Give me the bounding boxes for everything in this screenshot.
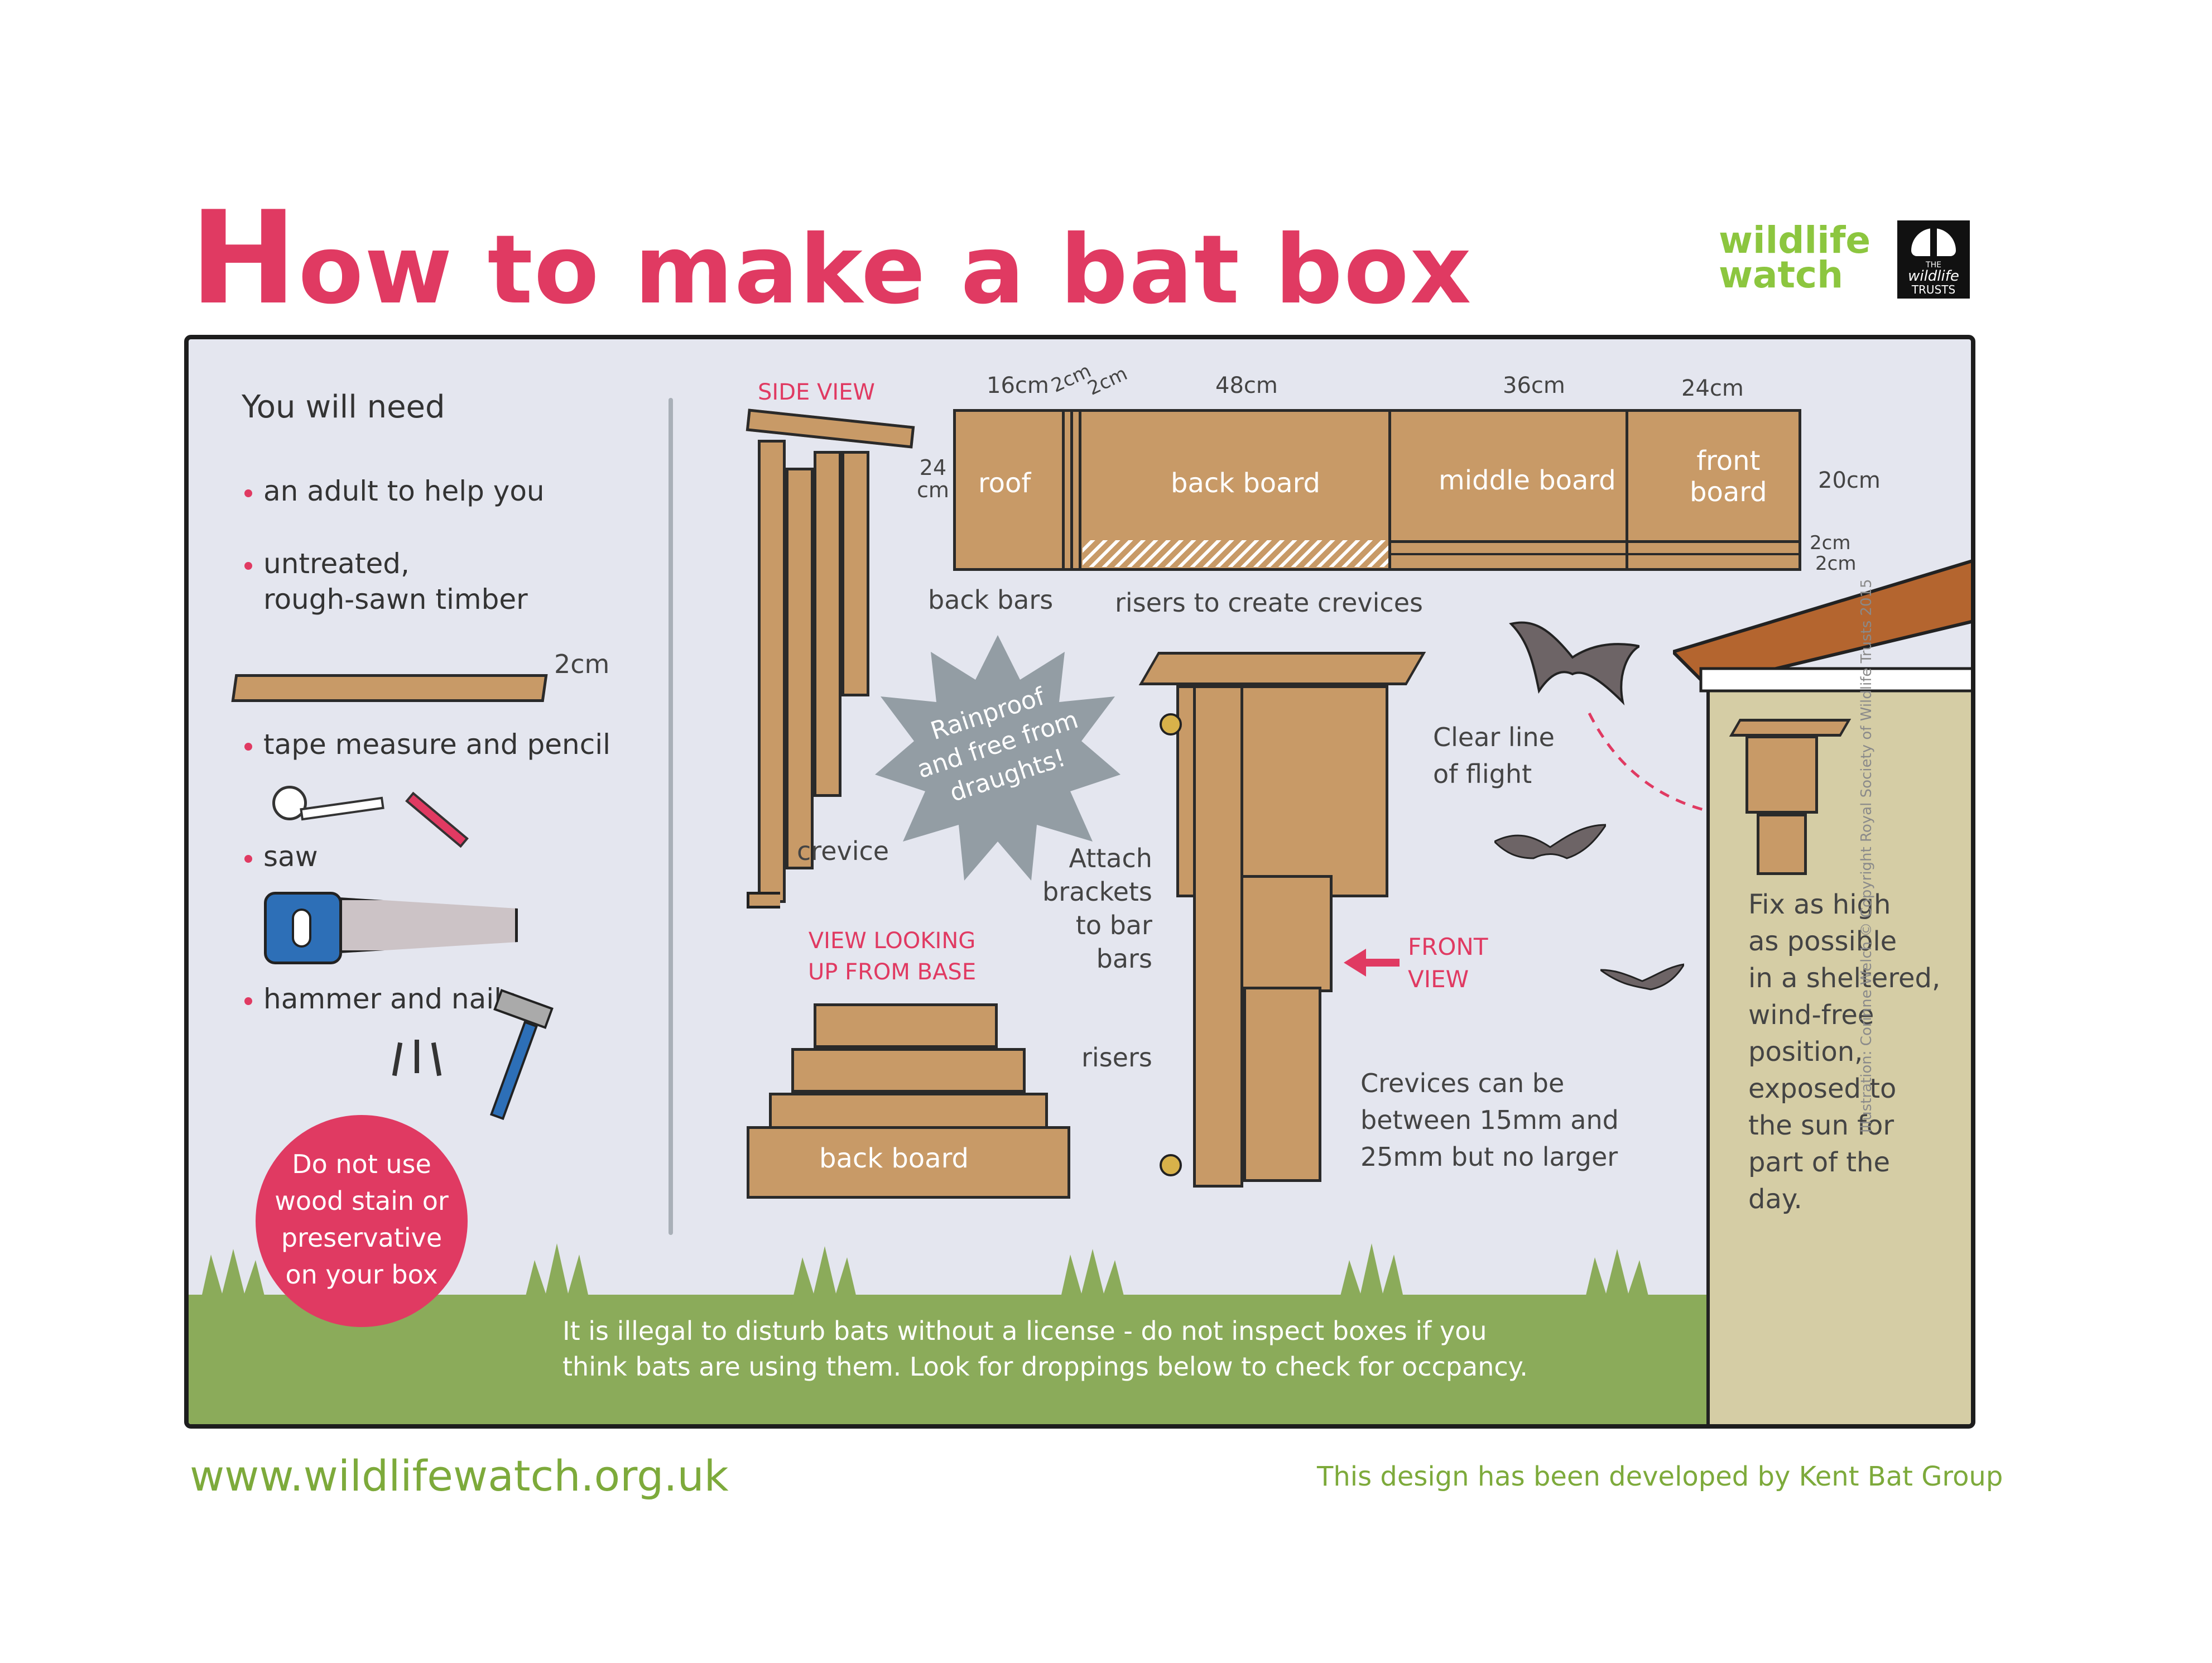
grass-tufts [200,1243,1651,1305]
wildlife-trusts-logo[interactable]: THE wildlife TRUSTS [1897,220,1970,299]
attach-brackets-label: Attach brackets to bar bars [1042,843,1152,974]
bat-icon-2 [1494,824,1606,859]
base-back-board-label: back board [819,1143,969,1174]
front-view-label: FRONT VIEW [1408,933,1488,993]
plank-back-label: back board [1171,468,1320,499]
front-view-diagram [1138,652,1461,1210]
need-item-timber: untreated, [244,546,410,581]
need-item-tape: tape measure and pencil [244,727,610,762]
plank-middle-label: middle board [1439,465,1616,496]
plank-front [1626,409,1801,571]
illustration-credit: Illustration: Corinne Welch © Copyright … [1858,579,1875,1133]
need-item-timber-2: rough-sawn timber [263,583,528,616]
base-risers-label: risers [1081,1042,1152,1073]
rainproof-starburst: Rainproof and free from draughts! [869,629,1126,886]
dim-width: 20cm [1818,468,1881,493]
legal-notice: It is illegal to disturb bats without a … [562,1316,1528,1382]
need-item-hammer: hammer and nails [244,981,516,1017]
plank-roof-label: roof [978,468,1031,499]
clear-flight-label: Clear line of flight [1433,722,1555,789]
risers-label: risers to create crevices [1115,588,1423,618]
need-item-adult: an adult to help you [244,473,545,509]
need-heading: You will need [242,389,445,425]
front-view-arrow-icon [1355,959,1400,967]
plank-front-label: front board [1690,445,1767,508]
column-divider [669,398,673,1235]
website-link[interactable]: www.wildlifewatch.org.uk [190,1451,729,1501]
side-view-label: SIDE VIEW [758,379,875,405]
base-view-diagram [747,1003,1070,1204]
developed-by: This design has been developed by Kent B… [1317,1461,2003,1492]
cut-plank [953,409,1801,571]
crevice-label: crevice [797,836,889,866]
grass-strip [189,1295,1706,1424]
house-roof [1673,559,1971,693]
page-title: How to make a bat box [190,184,1473,333]
hammer-icon [479,989,557,1121]
base-view-label: VIEW LOOKING UP FROM BASE [808,928,977,985]
plank-roof [953,409,1065,571]
dim-front: 24cm [1681,376,1744,401]
pencil-icon [405,791,469,848]
bat-icon-3 [1600,963,1684,991]
warning-circle: Do not use wood stain or preservative on… [256,1115,468,1327]
dim-middle: 36cm [1503,373,1565,398]
instructions-panel: You will need an adult to help you untre… [184,335,1975,1429]
timber-thickness: 2cm [554,649,610,679]
plank-middle [1388,409,1628,571]
mounted-bat-box [1729,719,1857,881]
dim-roof: 16cm [987,373,1049,398]
badger-icon [1911,228,1956,256]
back-bars-label: back bars [928,585,1054,615]
dim-riser2: 2cm [1815,552,1857,575]
dim-back: 48cm [1215,373,1278,398]
nails-icon [392,1040,451,1087]
side-view-diagram [746,408,915,920]
bat-icon [1509,621,1639,706]
dim-height: 24 cm [917,455,949,502]
saw-icon [264,892,518,970]
crevices-label: Crevices can be between 15mm and 25mm bu… [1360,1068,1619,1172]
fix-high-label: Fix as high as possible in a sheltered, … [1748,889,1941,1215]
timber-plank [231,674,548,702]
need-item-saw: saw [244,839,318,874]
dim-gap2: 2cm [1084,362,1131,400]
dim-riser1: 2cm [1810,532,1851,554]
